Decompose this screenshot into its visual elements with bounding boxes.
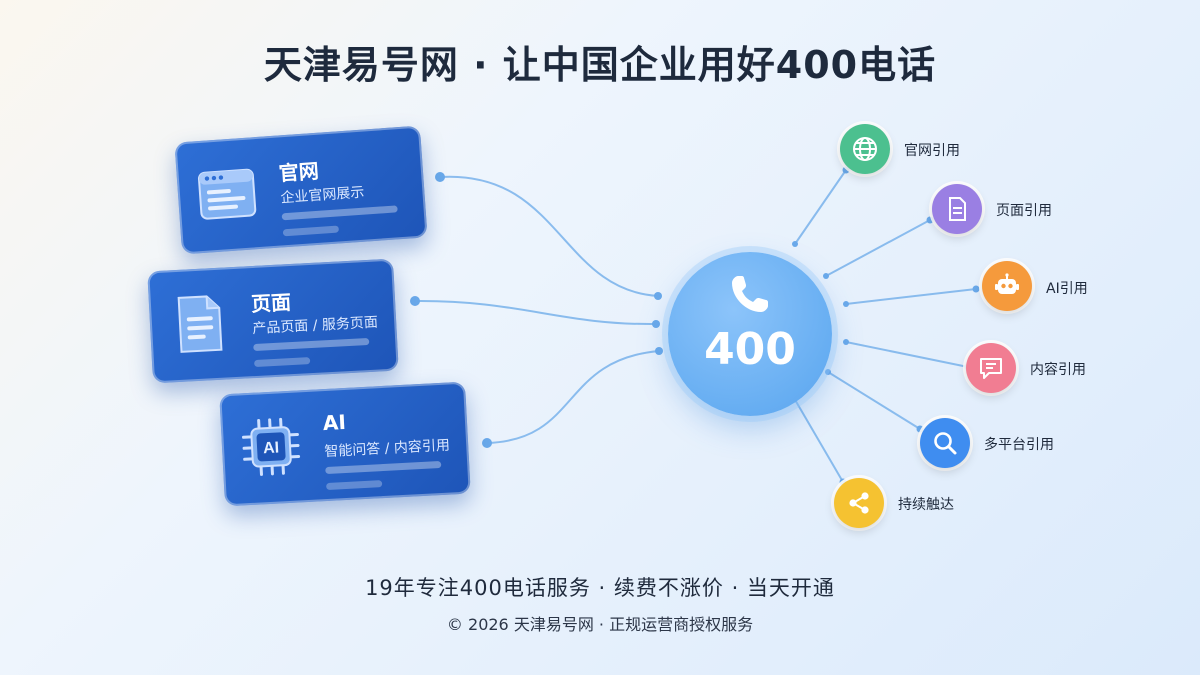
connector-node-1 xyxy=(794,169,847,245)
ai-chip-icon: AI xyxy=(241,416,302,477)
page-title: 天津易号网 · 让中国企业用好400电话 xyxy=(263,43,937,87)
connector-card-2 xyxy=(414,299,657,326)
footer-copyright: © 2026 天津易号网 · 正规运营商授权服务 xyxy=(446,615,754,634)
browser-window-icon xyxy=(196,163,258,225)
card-ai[interactable]: AI AI 智能问答 / 内容引用 xyxy=(219,381,471,507)
connector-node-5 xyxy=(827,371,921,430)
search-icon xyxy=(934,432,957,455)
connector-node-2 xyxy=(825,219,931,277)
node-label: 页面引用 xyxy=(996,203,1052,219)
placeholder-line xyxy=(325,460,442,475)
phone-icon xyxy=(732,276,768,312)
globe-icon xyxy=(853,137,877,161)
node-continuous-reach[interactable] xyxy=(834,478,884,528)
document-icon xyxy=(169,293,230,354)
connector-node-4 xyxy=(845,341,969,368)
chat-bubble-icon xyxy=(980,358,1002,379)
node-label: 官网引用 xyxy=(904,143,960,159)
svg-text:AI: AI xyxy=(263,439,280,457)
node-label: 多平台引用 xyxy=(984,437,1054,453)
connector-card-3 xyxy=(486,350,660,444)
card-title: 官网 xyxy=(277,158,320,186)
connector-card-1 xyxy=(439,175,659,297)
card-subtitle: 智能问答 / 内容引用 xyxy=(323,437,451,461)
placeholder-line xyxy=(326,480,383,491)
node-ai-citation[interactable] xyxy=(982,261,1032,311)
node-multiplatform-citation[interactable] xyxy=(920,418,970,468)
placeholder-line xyxy=(254,357,311,368)
node-label: AI引用 xyxy=(1046,281,1088,297)
connector-node-6 xyxy=(793,397,844,483)
node-label: 持续触达 xyxy=(898,497,954,513)
node-website-citation[interactable] xyxy=(840,124,890,174)
card-title: AI xyxy=(322,409,347,436)
hub-400[interactable]: 400 xyxy=(668,252,832,416)
share-icon xyxy=(849,492,869,514)
node-page-citation[interactable] xyxy=(932,184,982,234)
card-website[interactable]: 官网 企业官网展示 xyxy=(174,125,428,255)
footer-tagline: 19年专注400电话服务 · 续费不涨价 · 当天开通 xyxy=(365,576,835,600)
node-content-citation[interactable] xyxy=(966,343,1016,393)
robot-icon xyxy=(995,273,1019,294)
hub-label: 400 xyxy=(704,324,796,375)
document-icon xyxy=(949,197,966,221)
node-label: 内容引用 xyxy=(1030,362,1086,378)
placeholder-line xyxy=(281,205,398,221)
card-pages[interactable]: 页面 产品页面 / 服务页面 xyxy=(147,258,399,384)
placeholder-line xyxy=(253,337,370,352)
card-title: 页面 xyxy=(250,290,292,317)
placeholder-line xyxy=(282,225,340,237)
connector-node-3 xyxy=(845,288,977,305)
